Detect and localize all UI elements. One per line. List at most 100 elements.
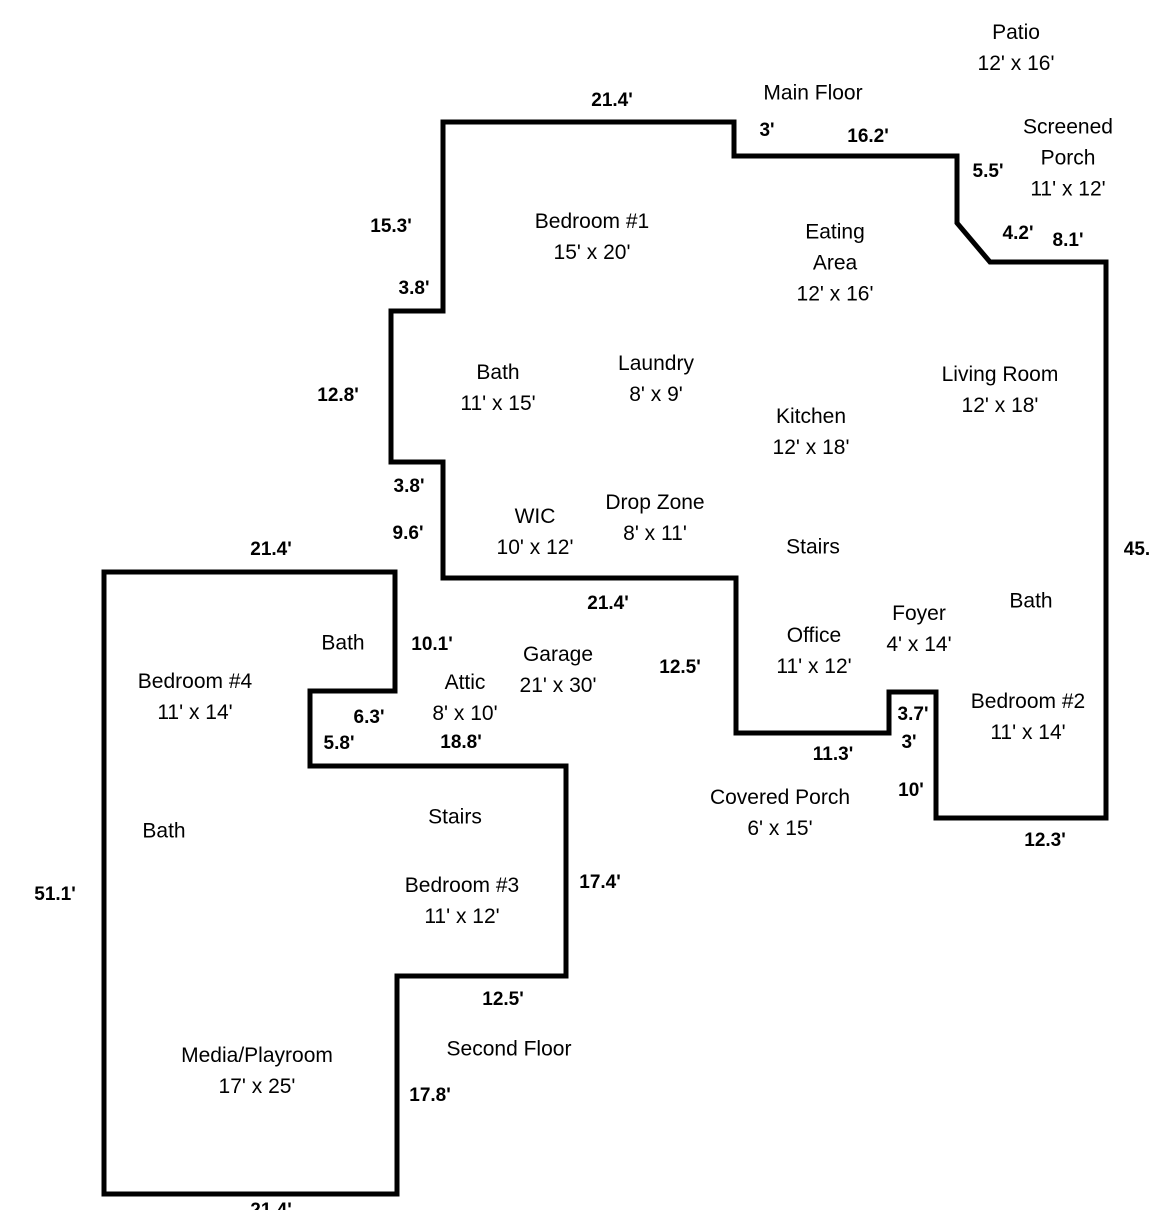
room-label-line: Bedroom #4 <box>137 670 253 693</box>
dimension-label: 12.8' <box>317 385 359 406</box>
room-label-bedroom-4: Bedroom #4 11' x 14' <box>138 666 252 728</box>
room-label-bath: Bath <box>321 628 364 659</box>
room-label-drop-zone: Drop Zone 8' x 11' <box>605 487 704 549</box>
room-label-line: 11' x 15' <box>460 392 536 415</box>
room-label-bedroom-1: Bedroom #1 15' x 20' <box>535 206 649 268</box>
room-label-line: 11' x 12' <box>1030 177 1106 201</box>
dimension-label: 12.5' <box>482 989 524 1010</box>
room-label-line: Media/Playroom <box>181 1044 333 1067</box>
room-label-second-floor: Second Floor <box>447 1034 572 1065</box>
room-label-line: Patio <box>992 21 1040 44</box>
room-label-covered-porch: Covered Porch 6' x 15' <box>710 782 850 844</box>
room-label-line: Bedroom #2 <box>970 690 1086 713</box>
dimension-label: 3.8' <box>398 278 430 299</box>
dimension-label: 21.4' <box>250 539 292 560</box>
dimension-label: 10.1' <box>411 634 453 655</box>
dimension-label: 21.4' <box>250 1200 292 1210</box>
room-label-line: Bath <box>321 631 365 655</box>
dimension-label: 6.3' <box>353 707 385 728</box>
room-label-line: Porch <box>1040 146 1096 170</box>
room-label-attic: Attic 8' x 10' <box>432 667 497 729</box>
room-label-line: Laundry <box>618 352 694 375</box>
room-label-line: Bath <box>1009 589 1053 613</box>
room-label-line: Covered Porch <box>709 786 851 809</box>
room-label-line: 15' x 20' <box>553 241 631 264</box>
room-label-line: 8' x 10' <box>432 702 498 725</box>
dimension-label: 3' <box>759 120 775 141</box>
dimension-label: 16.2' <box>847 126 889 147</box>
room-label-line: Stairs <box>786 535 840 559</box>
room-label-laundry: Laundry 8' x 9' <box>618 348 694 410</box>
room-label-line: 11' x 12' <box>424 905 500 928</box>
room-label-line: Bedroom #3 <box>404 874 520 897</box>
dimension-label: 5.8' <box>323 733 355 754</box>
dimension-label: 21.4' <box>587 593 629 614</box>
room-label-line: 11' x 14' <box>990 721 1066 744</box>
room-label-line: Garage <box>522 643 594 666</box>
dimension-label: 17.4' <box>579 872 621 893</box>
dimension-label: 15.3' <box>370 216 412 237</box>
dimension-label: 3.8' <box>393 476 425 497</box>
room-label-line: 8' x 9' <box>629 383 683 406</box>
room-label-line: 11' x 14' <box>157 701 233 724</box>
room-label-line: 12' x 18' <box>772 436 850 459</box>
room-label-line: Area <box>812 251 858 275</box>
room-label-line: Eating <box>805 220 865 244</box>
room-label-line: 21' x 30' <box>519 674 597 697</box>
room-label-line: Drop Zone <box>605 491 705 514</box>
room-label-line: Stairs <box>428 805 482 829</box>
room-label-line: 4' x 14' <box>886 633 952 656</box>
room-label-office: Office 11' x 12' <box>776 620 851 682</box>
room-label-line: 6' x 15' <box>747 817 813 840</box>
room-label-line: 11' x 12' <box>776 655 852 678</box>
room-label-line: Foyer <box>892 602 946 625</box>
dimension-label: 45. <box>1123 539 1150 560</box>
room-label-line: Office <box>786 624 842 647</box>
room-label-bath: Bath 11' x 15' <box>460 357 535 419</box>
dimension-label: 51.1' <box>34 884 76 905</box>
room-label-line: Second Floor <box>446 1037 572 1061</box>
room-label-line: Screened <box>1023 115 1113 139</box>
dimension-label: 12.5' <box>659 657 701 678</box>
room-label-bath: Bath <box>142 816 185 847</box>
second-floor-outline <box>101 569 569 1197</box>
room-label-stairs: Stairs <box>428 802 482 833</box>
room-label-line: 8' x 11' <box>623 522 687 545</box>
dimension-label: 10' <box>898 780 924 801</box>
room-label-line: Living Room <box>941 363 1059 386</box>
room-label-line: Bedroom #1 <box>534 210 650 233</box>
room-label-line: 12' x 18' <box>961 394 1039 417</box>
room-label-line: Bath <box>142 819 186 843</box>
dimension-label: 17.8' <box>409 1085 451 1106</box>
room-label-line: 17' x 25' <box>218 1075 296 1098</box>
dimension-label: 9.6' <box>392 523 424 544</box>
room-label-wic: WIC 10' x 12' <box>497 501 574 563</box>
dimension-label: 18.8' <box>440 732 482 753</box>
room-label-patio: Patio 12' x 16' <box>978 17 1055 79</box>
room-label-line: Attic <box>444 671 486 694</box>
room-label-foyer: Foyer 4' x 14' <box>886 598 951 660</box>
room-label-line: Bath <box>476 361 520 384</box>
room-label-garage: Garage 21' x 30' <box>520 639 597 701</box>
room-label-bedroom-3: Bedroom #3 11' x 12' <box>405 870 519 932</box>
room-label-bath: Bath <box>1009 586 1052 617</box>
room-label-line: 12' x 16' <box>977 52 1055 75</box>
room-label-line: 12' x 16' <box>796 282 874 306</box>
room-label-stairs: Stairs <box>786 532 840 563</box>
room-label-living-room: Living Room 12' x 18' <box>942 359 1059 421</box>
dimension-label: 21.4' <box>591 90 633 111</box>
room-label-main-floor: Main Floor <box>763 78 862 109</box>
room-label-line: WIC <box>514 505 556 528</box>
dimension-label: 4.2' <box>1002 223 1034 244</box>
dimension-label: 12.3' <box>1024 830 1066 851</box>
dimension-label: 3.7' <box>897 704 929 725</box>
dimension-label: 8.1' <box>1052 230 1084 251</box>
room-label-line: Main Floor <box>763 81 863 105</box>
room-label-line: 10' x 12' <box>496 536 574 559</box>
main-floor-outline <box>388 119 1109 821</box>
